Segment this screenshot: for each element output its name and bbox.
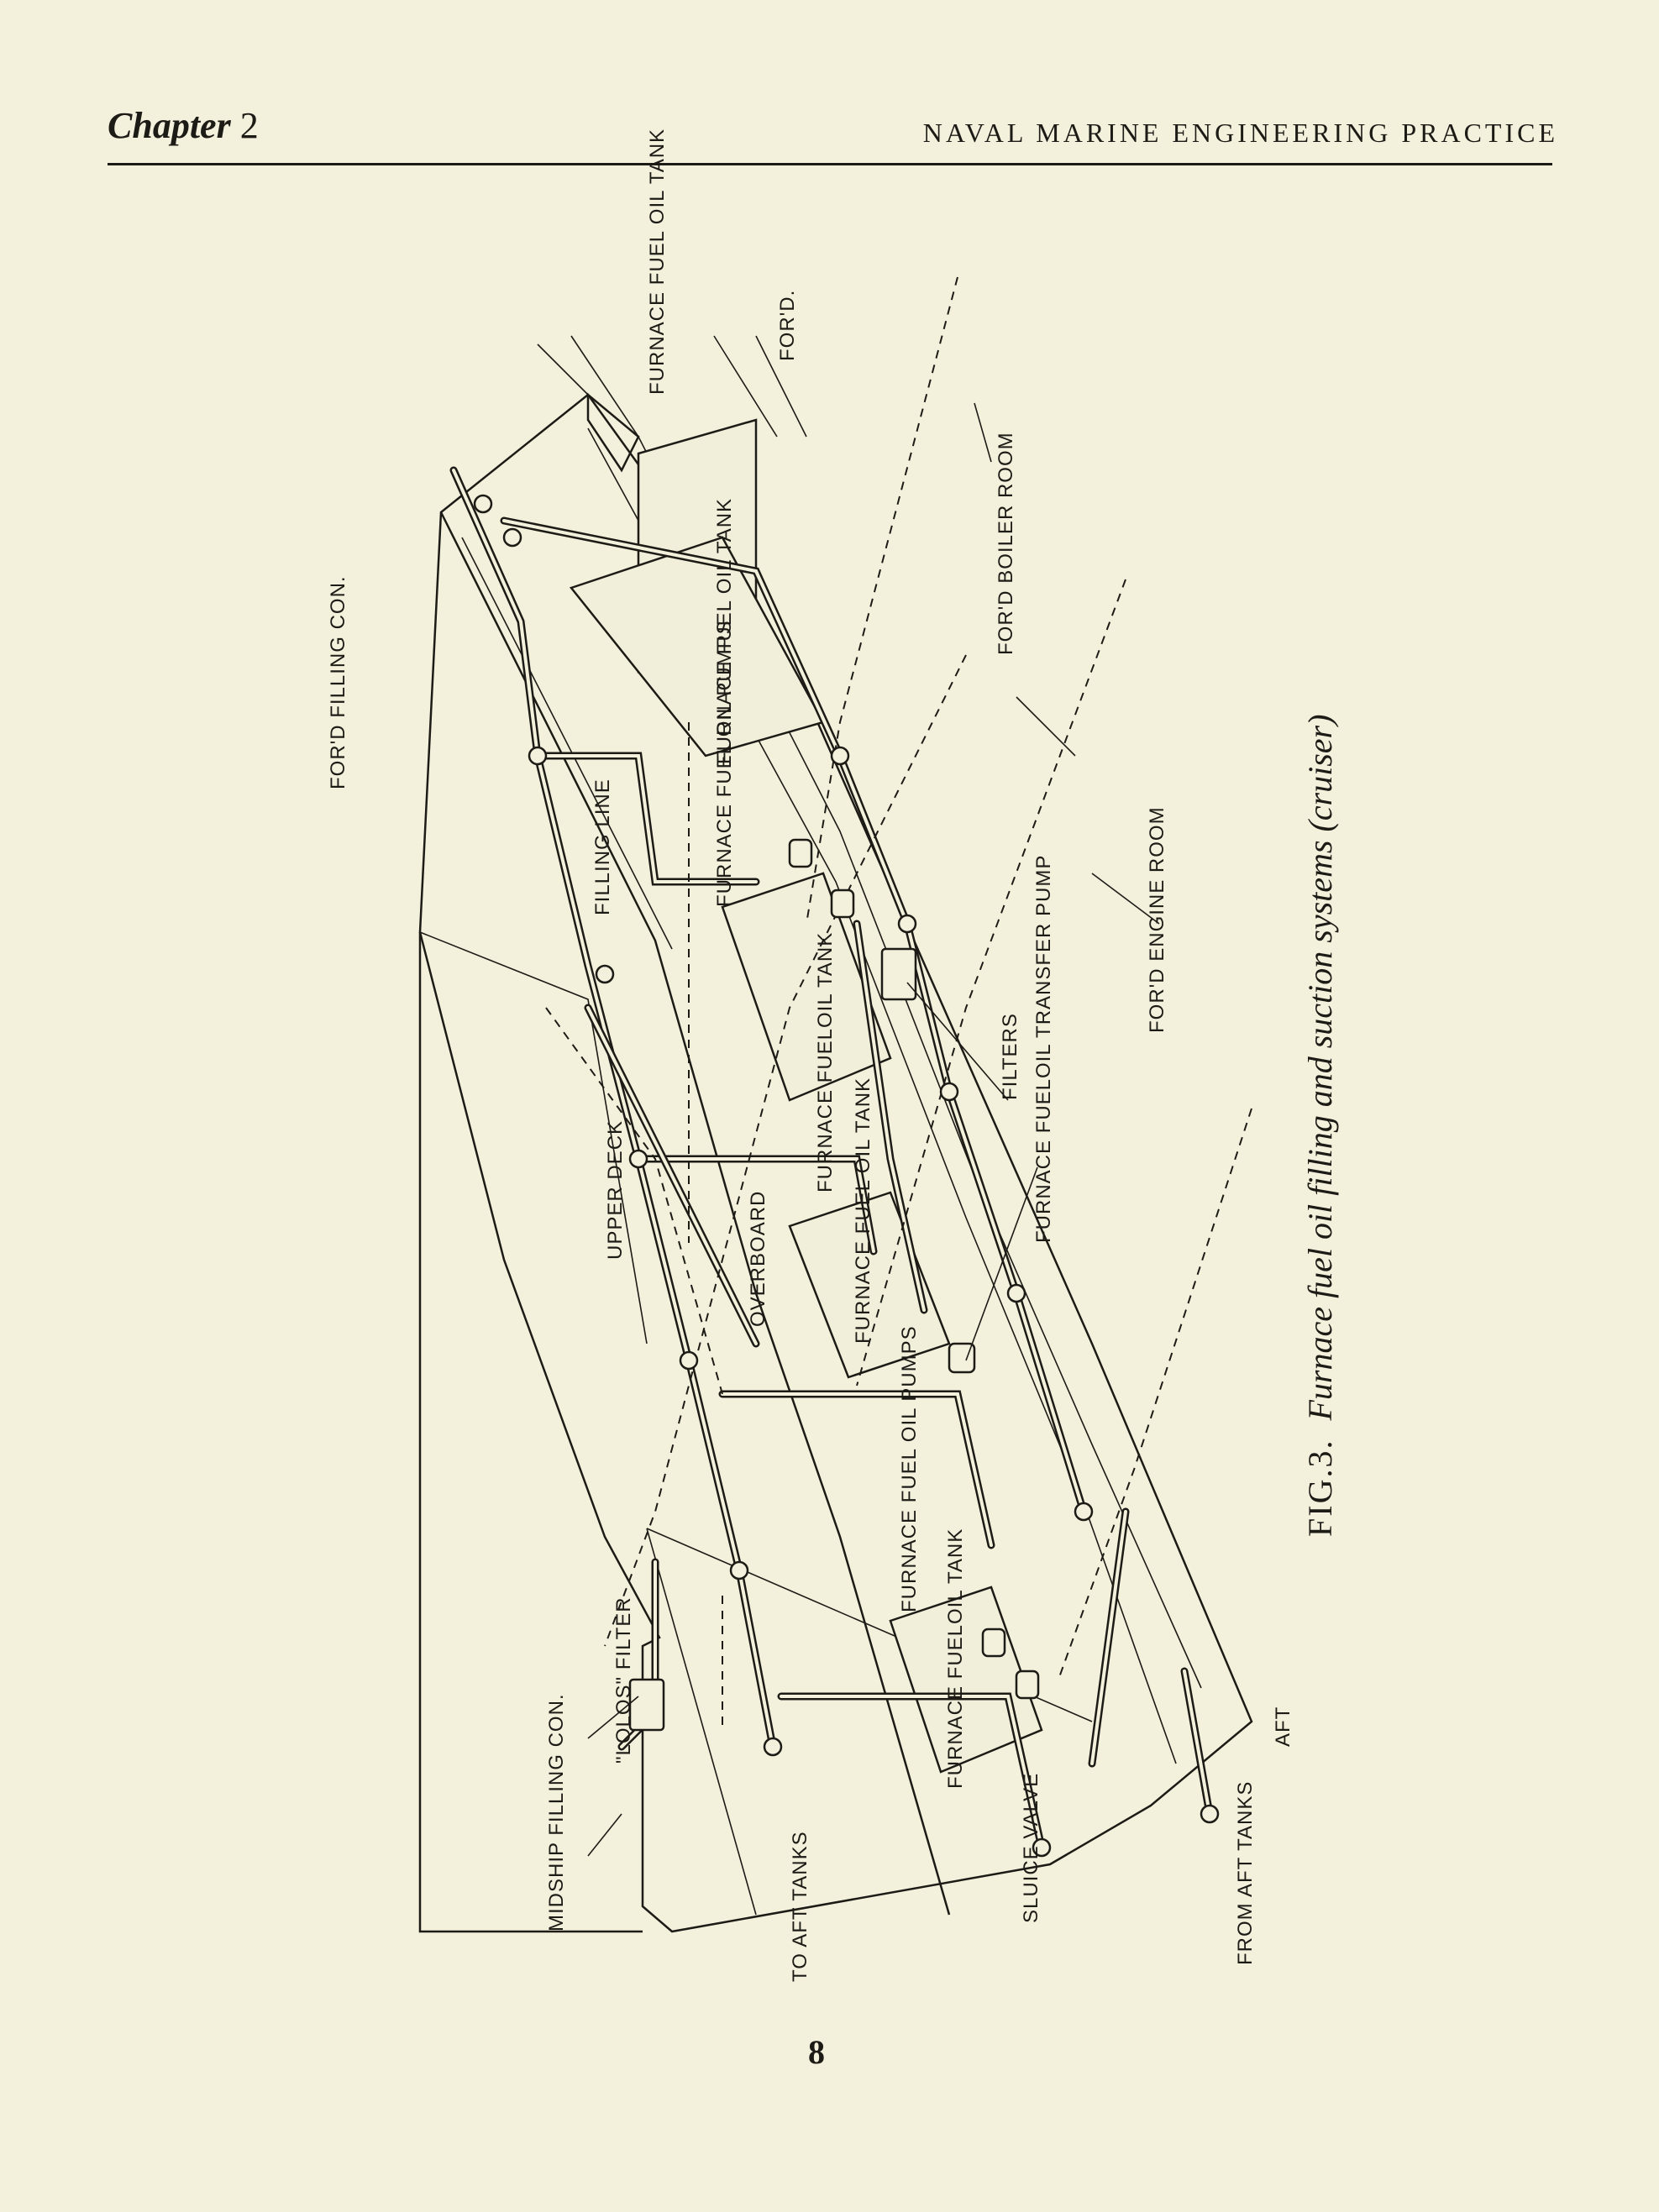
valve — [528, 746, 548, 766]
valve — [939, 1082, 959, 1102]
label-from-aft-tanks: FROM AFT TANKS — [1234, 1781, 1257, 1965]
valve — [1006, 1283, 1026, 1303]
valves-and-pumps — [473, 494, 1220, 1858]
valve — [1032, 1837, 1052, 1858]
valve — [729, 1560, 749, 1580]
figure-caption: FIG.3. Furnace fuel oil filling and suct… — [1301, 715, 1339, 1537]
label-furnace-fueloil-transfer-pump: FURNACE FUELOIL TRANSFER PUMP — [1032, 855, 1055, 1243]
label-ford-engine-room: FOR'D ENGINE ROOM — [1146, 806, 1168, 1033]
tank-3 — [788, 1191, 951, 1379]
header-rule — [108, 163, 1552, 165]
label-ford: FOR'D. — [776, 290, 799, 361]
label-ford-boiler-room: FOR'D BOILER ROOM — [995, 432, 1017, 655]
valve — [595, 964, 615, 984]
pump — [1015, 1669, 1040, 1700]
valve — [473, 494, 493, 514]
label-aft: AFT — [1272, 1706, 1294, 1747]
pipe-runs — [449, 466, 1214, 1852]
valve — [830, 746, 850, 766]
chapter-heading: Chapter 2 — [108, 104, 259, 147]
filter — [880, 947, 917, 1001]
label-furnace-fuel-oil-pumps-2: FURNACE FUEL OIL PUMPS — [898, 1325, 921, 1612]
chapter-label: Chapter — [108, 105, 231, 146]
label-lolos-filter: "LOLOS" FILTER — [612, 1596, 635, 1764]
leader-lines — [587, 982, 1038, 1857]
label-furnace-fueloil-tank-2: FURNACE FUELOIL TANK — [814, 932, 837, 1192]
label-filters: FILTERS — [999, 1013, 1021, 1100]
transfer-pump — [948, 1342, 976, 1374]
label-furnace-fueloil-tank-4: FURNACE FUELOIL TANK — [944, 1528, 967, 1789]
valve — [897, 914, 917, 934]
tank-1 — [569, 536, 825, 757]
valve — [628, 1149, 648, 1169]
label-furnace-fuel-oil-tank-1: FURNACE FUEL OIL TANK — [713, 498, 736, 764]
chapter-number: 2 — [239, 105, 259, 146]
valve — [679, 1350, 699, 1371]
label-overboard: OVERBOARD — [747, 1191, 769, 1327]
valve — [763, 1737, 783, 1757]
valve — [1200, 1804, 1220, 1824]
label-midship-filling-con: MIDSHIP FILLING CON. — [545, 1693, 568, 1932]
label-furnace-fuel-oil-pumps-1: FURNACE FUEL OIL PUMPS — [713, 620, 736, 907]
lolos-filter — [628, 1678, 665, 1732]
label-sluice-valve: SLUICE VALVE — [1020, 1773, 1042, 1923]
dashed-lines — [545, 276, 1252, 1730]
label-upper-deck: UPPER DECK — [604, 1120, 627, 1260]
page-number: 8 — [808, 2033, 825, 2071]
figure-number: FIG.3. — [1301, 1439, 1339, 1537]
valve — [1074, 1502, 1094, 1522]
label-furnace-fuel-oil-tank-top: FURNACE FUEL OIL TANK — [646, 128, 669, 395]
tank-2 — [721, 872, 892, 1102]
label-furnace-fuel-oil-tank-3: FURNACE FUEL OIL TANK — [852, 1077, 874, 1344]
diagram-labels: FURNACE FUEL OIL TANK FOR'D. FOR'D BOILE… — [327, 128, 1294, 1982]
pump — [830, 888, 855, 919]
pump — [788, 838, 813, 868]
label-to-aft-tanks: TO AFT TANKS — [789, 1831, 811, 1982]
valve — [502, 527, 522, 548]
label-filling-line: FILLING LINE — [591, 778, 614, 915]
figure-title: Furnace fuel oil filling and suction sys… — [1301, 715, 1339, 1422]
label-ford-filling-con: FOR'D FILLING CON. — [327, 575, 349, 789]
book-title: NAVAL MARINE ENGINEERING PRACTICE — [922, 118, 1558, 148]
pump — [981, 1628, 1006, 1658]
tanks — [569, 418, 1043, 1774]
